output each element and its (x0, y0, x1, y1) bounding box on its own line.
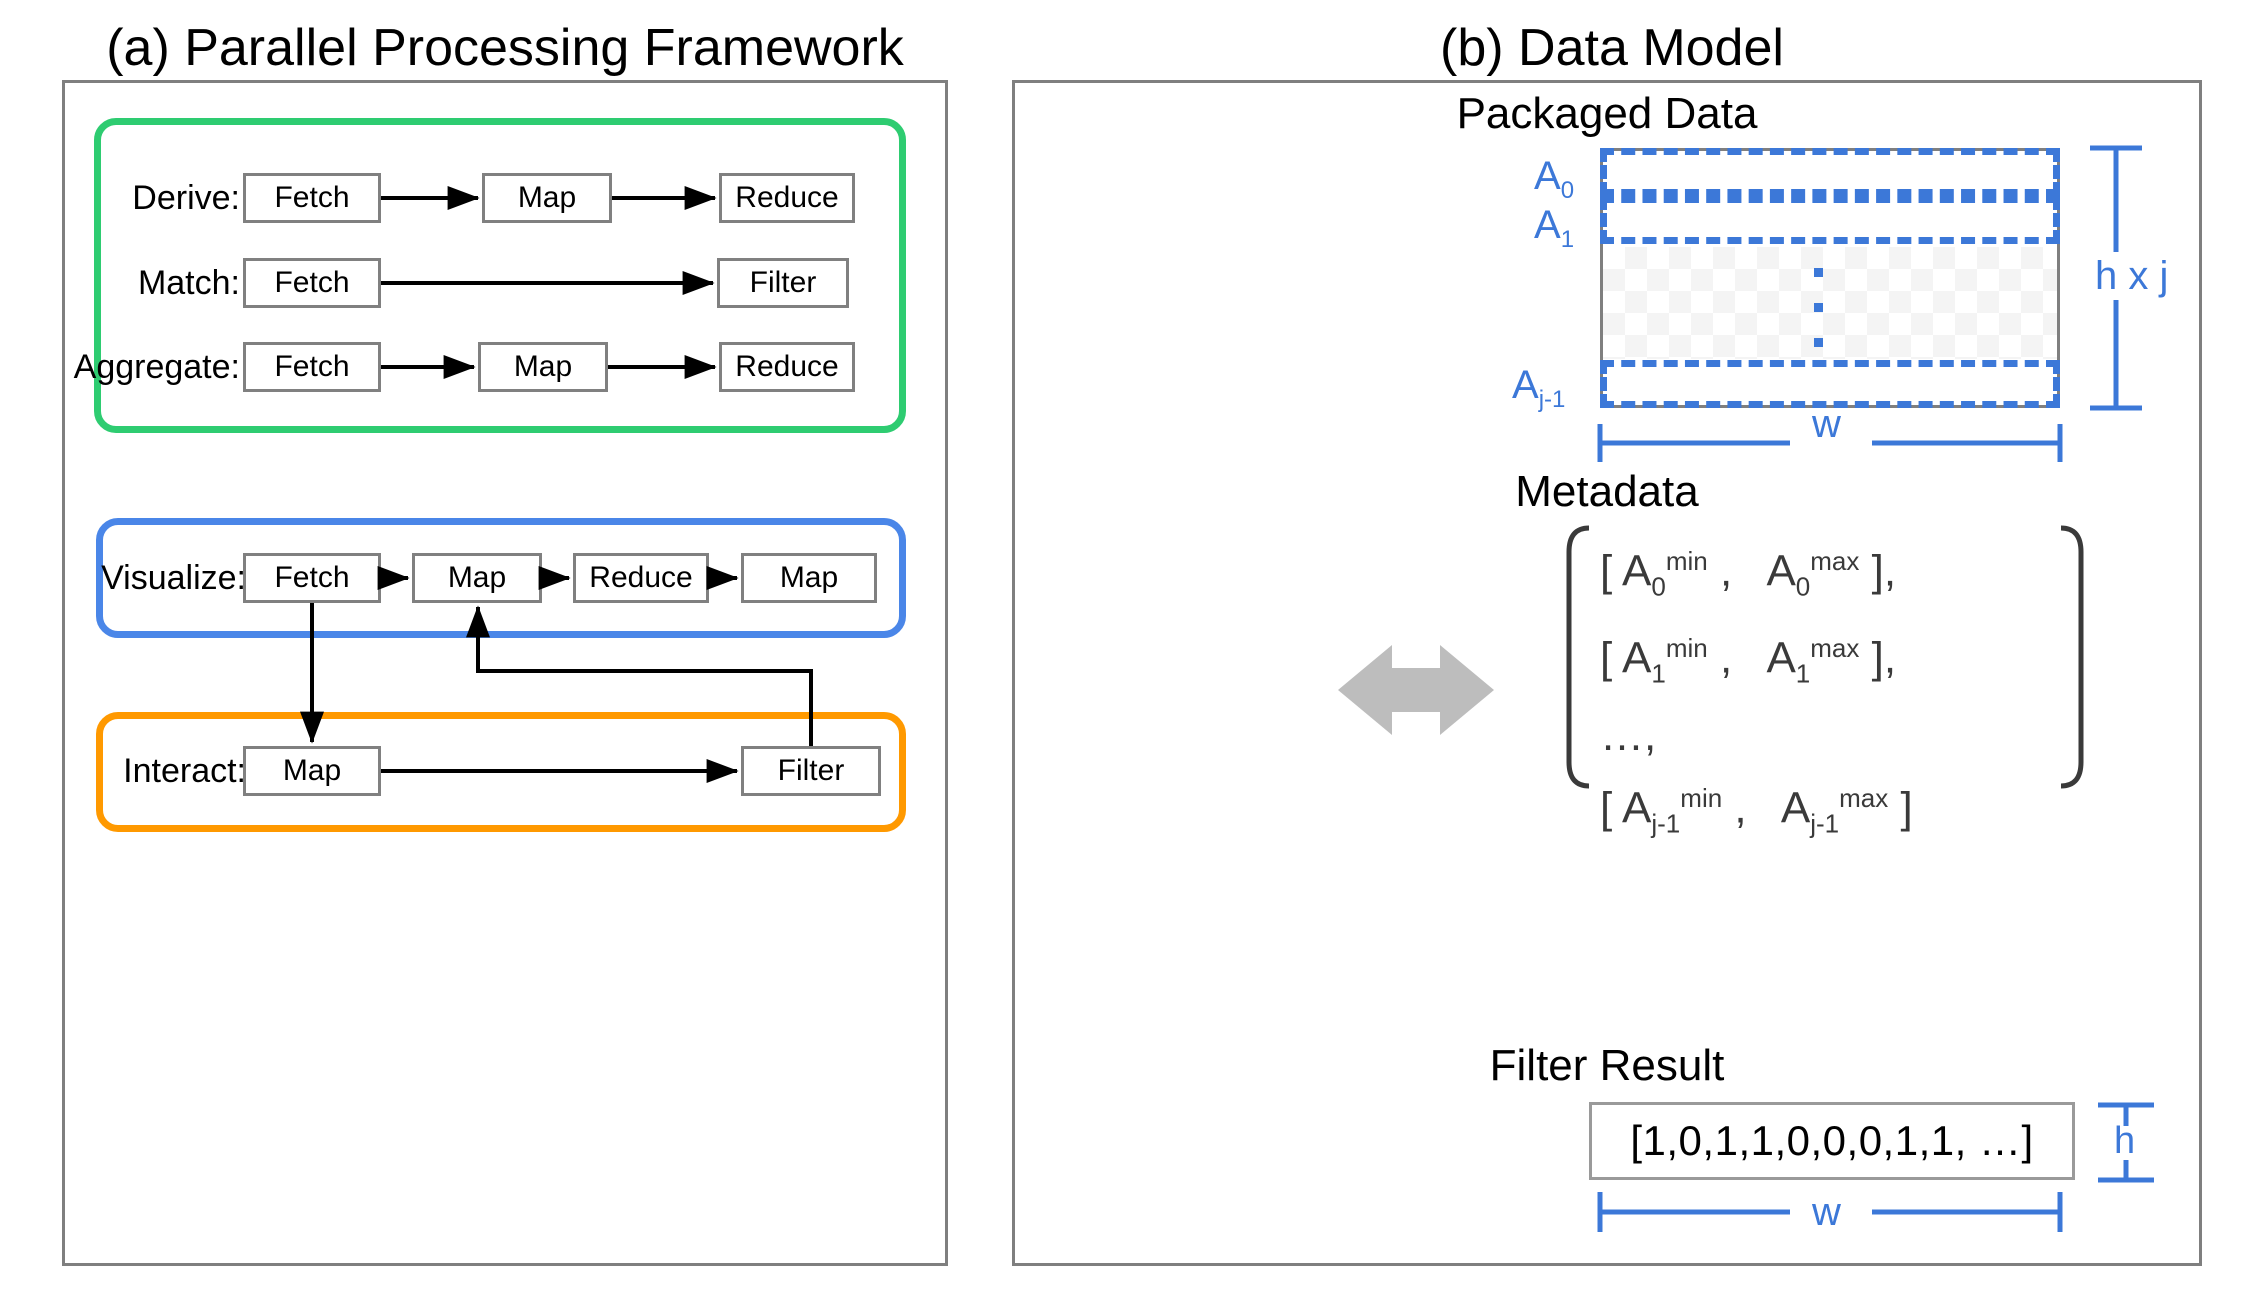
stage-visualize-fetch[interactable]: Fetch (243, 553, 381, 603)
dimension-label-h-filter: h (2114, 1120, 2136, 1162)
packaged-data-row-a0 (1600, 148, 2060, 196)
packaged-data-ellipsis-fill (1603, 247, 2057, 359)
dimension-label-w-filter: w (1812, 1190, 1841, 1234)
packaged-data-row-aj (1600, 360, 2060, 408)
dimension-label-w-packaged: w (1812, 402, 1841, 446)
page-title-right: (b) Data Model (1440, 19, 1784, 77)
packaged-data-row-a1 (1600, 196, 2060, 244)
stage-derive-map[interactable]: Map (482, 173, 612, 223)
stage-visualize-map-2[interactable]: Map (741, 553, 877, 603)
stage-derive-fetch[interactable]: Fetch (243, 173, 381, 223)
metadata-body: [ A0min , A0max ], [ A1min , A1max ], …,… (1600, 530, 1913, 854)
row-label-interact: Interact: (123, 751, 246, 790)
packaged-data-title: Packaged Data (1456, 89, 1758, 138)
attribute-label-a0: A0 (1534, 154, 1575, 204)
stage-match-fetch[interactable]: Fetch (243, 258, 381, 308)
attribute-label-a1: A1 (1534, 203, 1575, 253)
stage-aggregate-map[interactable]: Map (478, 342, 608, 392)
stage-visualize-map[interactable]: Map (412, 553, 542, 603)
stage-aggregate-reduce[interactable]: Reduce (719, 342, 855, 392)
row-label-match: Match: (137, 263, 240, 302)
page-title-left: (a) Parallel Processing Framework (106, 19, 904, 77)
metadata-row-0: [ A0min , A0max ], (1600, 546, 1897, 602)
stage-interact-map[interactable]: Map (243, 746, 381, 796)
dimension-label-hxj: h x j (2095, 254, 2169, 298)
stage-interact-filter[interactable]: Filter (741, 746, 881, 796)
stage-derive-reduce[interactable]: Reduce (719, 173, 855, 223)
attribute-label-aj-1: Aj-1 (1512, 363, 1566, 413)
stage-visualize-reduce[interactable]: Reduce (573, 553, 709, 603)
row-label-aggregate: Aggregate: (73, 347, 240, 386)
filter-result-box: [1,0,1,1,0,0,0,1,1, …] (1589, 1102, 2075, 1180)
stage-aggregate-fetch[interactable]: Fetch (243, 342, 381, 392)
metadata-title: Metadata (1515, 467, 1699, 516)
stage-match-filter[interactable]: Filter (717, 258, 849, 308)
row-label-visualize: Visualize: (101, 558, 246, 597)
metadata-row-1: [ A1min , A1max ], (1600, 633, 1897, 689)
analysis-group-box (94, 118, 906, 433)
packaged-data-vertical-dots (1814, 268, 1823, 373)
metadata-row-ellipsis: …, (1600, 710, 1657, 760)
metadata-row-last: [ Aj-1min , Aj-1max ] (1600, 782, 1913, 839)
row-label-derive: Derive: (132, 178, 240, 217)
filter-result-title: Filter Result (1489, 1041, 1725, 1090)
